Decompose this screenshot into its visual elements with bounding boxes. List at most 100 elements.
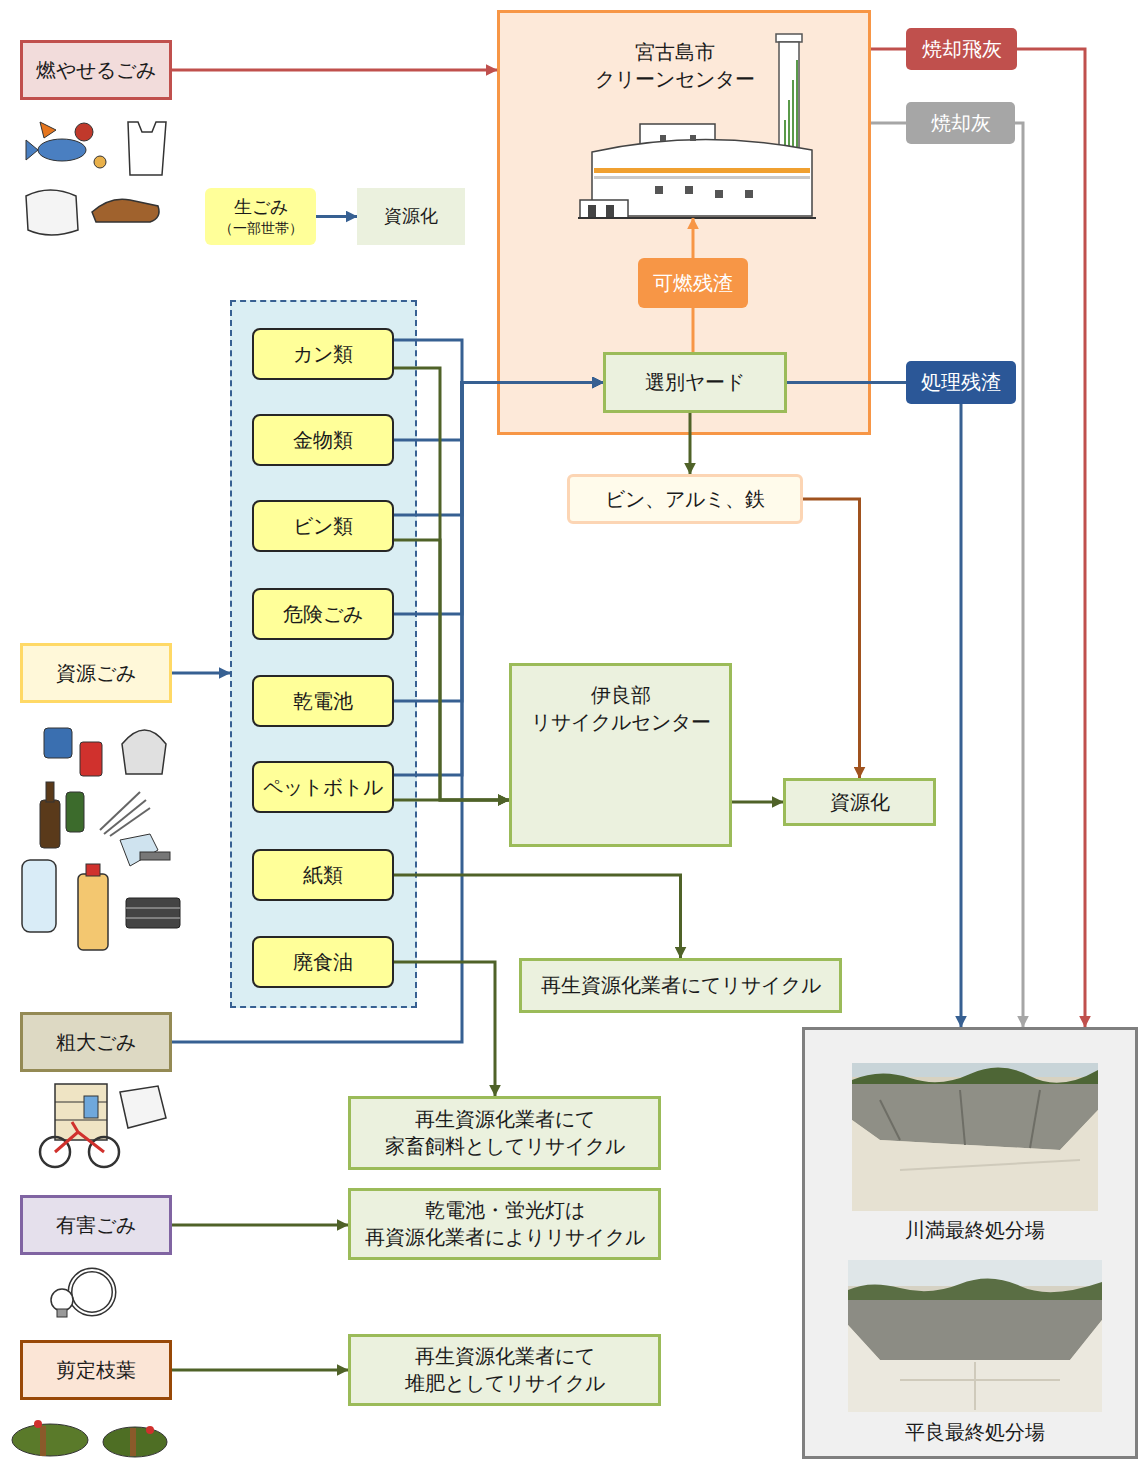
- illustration-part: [100, 792, 140, 830]
- illustration-part: [128, 122, 166, 175]
- incinerator-building: [578, 34, 816, 218]
- node-text: 乾電池・蛍光灯は 再資源化業者によりリサイクル: [357, 1197, 652, 1251]
- result-box: 乾電池・蛍光灯は 再資源化業者によりリサイクル: [348, 1188, 661, 1260]
- illustration-part: [70, 1270, 114, 1314]
- flow-arrow: [803, 499, 860, 778]
- illustration-part: [146, 1426, 154, 1434]
- burnable-icons: [26, 122, 166, 235]
- category-box: カン類: [252, 328, 394, 380]
- category-box: 乾電池: [252, 675, 394, 727]
- category-box: ペットボトル: [252, 761, 394, 813]
- landfill-panel: 川満最終処分場平良最終処分場: [802, 1027, 1138, 1459]
- residue-tag: 焼却灰: [906, 102, 1015, 144]
- illustration-part: [22, 860, 56, 932]
- source-box: 粗大ごみ: [20, 1012, 172, 1072]
- illustration-part: [78, 874, 108, 950]
- illustration-part: [779, 42, 799, 192]
- flow-arrow: [394, 799, 509, 802]
- flow-arrow: [172, 1224, 348, 1227]
- node-text: 資源化: [384, 204, 438, 228]
- node-text: 焼却灰: [931, 110, 991, 137]
- node-text: 選別ヤード: [645, 369, 745, 396]
- node-text: 資源化: [830, 789, 890, 816]
- illustration-part: [848, 1278, 1102, 1300]
- node-text: 再生資源化業者にて 堆肥としてリサイクル: [357, 1343, 652, 1397]
- illustration-part: [57, 1309, 67, 1317]
- node-text: 金物類: [293, 427, 353, 454]
- illustration-part: [92, 199, 159, 222]
- node-text: ビン類: [293, 513, 353, 540]
- flow-arrow: [960, 404, 963, 1027]
- illustration-part: [974, 1362, 976, 1410]
- illustration-part: [655, 186, 663, 194]
- flow-arrow: [787, 381, 906, 384]
- flow-arrow: [692, 218, 695, 258]
- process-box: 選別ヤード: [603, 352, 787, 413]
- illustration-part: [104, 800, 146, 834]
- illustration-part: [126, 908, 180, 909]
- photo-caption: 川満最終処分場: [866, 1213, 1084, 1248]
- flow-arrow: [394, 875, 681, 958]
- illustration-part: [588, 205, 596, 218]
- illustration-part: [66, 792, 84, 832]
- illustration-part: [960, 1090, 965, 1145]
- node-text: 燃やせるごみ: [36, 57, 156, 84]
- facility-panel: 宮古島市 クリーンセンター可燃残渣選別ヤード: [497, 10, 871, 435]
- flow-arrow: [871, 122, 906, 125]
- illustration-part: [852, 1067, 1098, 1084]
- illustration-part: [848, 1320, 1102, 1412]
- node-text: 剪定枝葉: [56, 1357, 136, 1384]
- illustration-part: [120, 834, 158, 866]
- illustration-part: [640, 124, 715, 160]
- bulky-icons: [40, 1084, 166, 1167]
- flow-arrow: [394, 383, 603, 702]
- illustration-part: [46, 782, 54, 802]
- node-text: 再生資源化業者にてリサイクル: [541, 972, 821, 999]
- illustration-part: [852, 1063, 1098, 1077]
- flow-arrow: [689, 413, 692, 474]
- category-box: 紙類: [252, 849, 394, 901]
- residue-tag: 処理残渣: [906, 361, 1016, 404]
- illustration-part: [606, 205, 614, 218]
- illustration-part: [900, 1160, 1080, 1170]
- flow-arrow: [172, 1369, 348, 1372]
- landfill-photo: [848, 1260, 1102, 1412]
- flow-arrow: [732, 801, 783, 804]
- flow-arrow: [394, 368, 509, 800]
- illustration-part: [34, 1420, 42, 1428]
- illustration-part: [110, 808, 150, 836]
- illustration-part: [745, 190, 753, 198]
- illustration-part: [900, 1379, 1060, 1381]
- node-text: ペットボトル: [263, 774, 383, 801]
- result-box: 資源化: [357, 188, 465, 245]
- illustration-part: [55, 1120, 107, 1121]
- illustration-part: [685, 186, 693, 194]
- illustration-part: [660, 135, 666, 141]
- illustration-part: [86, 864, 100, 876]
- result-box: 再生資源化業者にて 堆肥としてリサイクル: [348, 1334, 661, 1406]
- illustration-part: [26, 190, 78, 235]
- illustration-part: [880, 1100, 900, 1140]
- flow-arrow: [394, 383, 603, 776]
- illustration-part: [51, 1289, 73, 1311]
- illustration-part: [540, 829, 712, 831]
- source-box: 燃やせるごみ: [20, 40, 172, 100]
- flow-arrow: [394, 383, 603, 615]
- illustration-part: [40, 800, 60, 848]
- recycle-building: [536, 752, 712, 830]
- flow-arrow: [316, 215, 357, 218]
- flow-arrow: [394, 540, 509, 800]
- source-box: 資源ごみ: [20, 643, 172, 703]
- illustration-part: [594, 176, 810, 179]
- source-box: 生ごみ（一部世帯）: [205, 188, 316, 245]
- node-text: 再生資源化業者にて 家畜飼料としてリサイクル: [357, 1106, 652, 1160]
- illustration-part: [1030, 1090, 1040, 1148]
- branch-icons: [12, 1420, 167, 1457]
- illustration-part: [40, 1426, 46, 1456]
- residue-tag: 焼却飛灰: [906, 28, 1017, 70]
- illustration-part: [580, 200, 628, 218]
- illustration-part: [140, 852, 170, 860]
- illustration-part: [660, 790, 670, 798]
- illustration-part: [89, 1137, 119, 1167]
